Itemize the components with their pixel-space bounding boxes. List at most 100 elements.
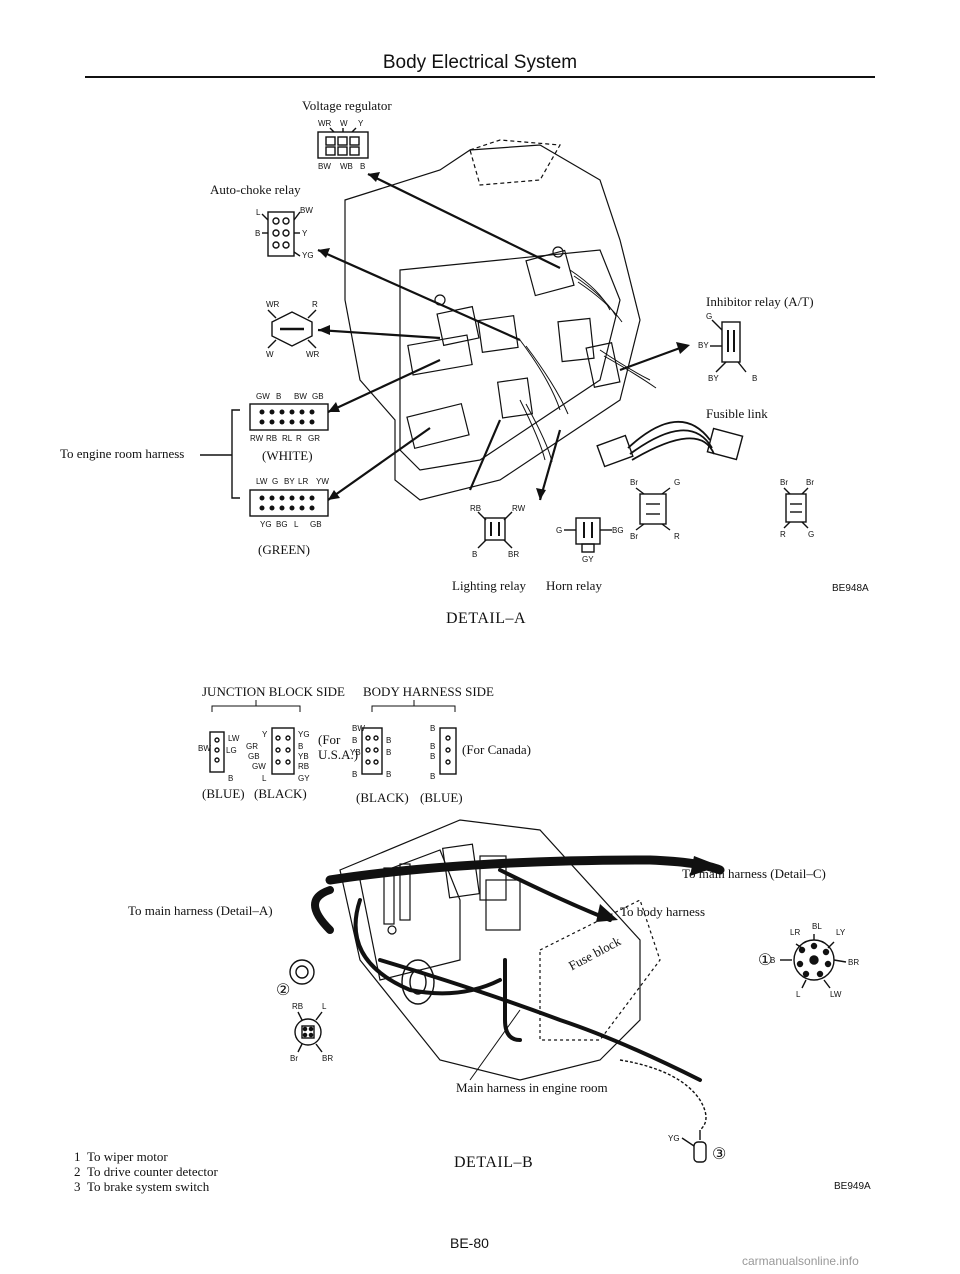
fusible-link	[596, 420, 809, 531]
jb-pin-gr: GR	[246, 742, 258, 751]
lr-pin-br: BR	[508, 550, 520, 559]
white-pin-rw: RW	[250, 434, 264, 443]
legend-item-1: 1 To wiper motor	[74, 1149, 168, 1164]
inhibitor-relay-symbol	[710, 319, 747, 373]
detail-b-title: DETAIL–B	[454, 1154, 534, 1171]
jb-pin-l: L	[262, 774, 267, 783]
green-pin-lw: LW	[256, 477, 268, 486]
white-pin-b: B	[276, 392, 282, 401]
cable-arrow-heads	[596, 856, 720, 922]
bh-right-pin-b3: B	[430, 752, 436, 761]
lr-pin-rb: RB	[470, 504, 482, 513]
voltage-regulator-label: Voltage regulator	[302, 98, 392, 113]
body-harness-side-label: BODY HARNESS SIDE	[363, 684, 494, 699]
acr-pin-yg: YG	[302, 251, 314, 260]
figure-code-b: BE949A	[834, 1181, 871, 1192]
green-color-label: (GREEN)	[258, 542, 310, 557]
pointer-arrows	[317, 173, 681, 501]
green-pin-by: BY	[284, 477, 295, 486]
bh-color-black: (BLACK)	[356, 790, 409, 805]
to-body-harness-label: To body harness	[620, 904, 706, 919]
inh-pin-b: B	[752, 374, 758, 383]
for-usa-label: (For U.S.A.)	[318, 732, 359, 762]
white-color-label: (WHITE)	[262, 448, 313, 463]
green-pin-lr: LR	[298, 477, 309, 486]
jb-pin-y: Y	[262, 730, 268, 739]
horn-relay-label: Horn relay	[546, 578, 602, 593]
acr-pin-y: Y	[302, 229, 308, 238]
lr-pin-b: B	[472, 550, 478, 559]
green-pin-yg: YG	[260, 520, 272, 529]
bhr-pin-l: L	[796, 990, 801, 999]
jb-pin-gw: GW	[252, 762, 266, 771]
bh-pin-b3: B	[386, 748, 392, 757]
bhr-pin-bl: BL	[812, 922, 822, 931]
jb-pin-yb: YB	[298, 752, 309, 761]
body-harness-side-connectors	[361, 700, 457, 775]
wr-r-connector	[267, 309, 317, 349]
fl-left-pin-br2: Br	[630, 532, 638, 541]
figure-code-a: BE948A	[832, 583, 869, 594]
green-pin-gb: GB	[310, 520, 322, 529]
vr-pin-y: Y	[358, 119, 364, 128]
hr-pin-g: G	[556, 526, 563, 535]
main-harness-leader	[469, 1009, 521, 1081]
white-pin-bw: BW	[294, 392, 307, 401]
junction-box-a	[344, 139, 641, 501]
jb-pin-lg: LG	[226, 746, 237, 755]
white-pin-rb: RB	[266, 434, 278, 443]
legend-item-2: 2 To drive counter detector	[74, 1164, 218, 1179]
inh-pin-by: BY	[698, 341, 709, 350]
connector-2-assembly	[289, 959, 435, 1053]
junction-block-side-label: JUNCTION BLOCK SIDE	[202, 684, 345, 699]
vr-pin-wr: WR	[318, 119, 332, 128]
engine-harness-label: To engine room harness	[60, 446, 185, 461]
arrow-heads	[318, 172, 690, 500]
lr-pin-rw: RW	[512, 504, 526, 513]
callout-1: ①	[758, 952, 773, 969]
acr-pin-bw: BW	[300, 206, 313, 215]
bhr-pin-b: B	[770, 956, 776, 965]
c2-pin-br2: BR	[322, 1054, 334, 1063]
fl-left-pin-br: Br	[630, 478, 638, 487]
fl-left-pin-g: G	[674, 478, 681, 487]
page-title: Body Electrical System	[382, 52, 578, 73]
bh-pin-b1: B	[352, 736, 358, 745]
body-harness-round-connector	[780, 934, 847, 989]
c2-pin-rb: RB	[292, 1002, 304, 1011]
green-pin-bg: BG	[276, 520, 288, 529]
horn-relay-symbol	[564, 517, 612, 553]
c2-pin-br: Br	[290, 1054, 298, 1063]
header-rule	[85, 76, 875, 78]
white-pin-gb: GB	[312, 392, 324, 401]
junction-block-side-connectors	[209, 700, 301, 775]
bhr-pin-lw: LW	[830, 990, 842, 999]
bh-right-pin-b1: B	[430, 724, 436, 733]
white-pin-r: R	[296, 434, 302, 443]
jb-pin-yg: YG	[298, 730, 310, 739]
bh-pin-bw: BW	[352, 724, 365, 733]
fusible-link-label: Fusible link	[706, 406, 768, 421]
fl-right-pin-br2: Br	[806, 478, 814, 487]
main-harness-engine-label: Main harness in engine room	[456, 1080, 608, 1095]
connector-3-assembly	[619, 1059, 707, 1163]
bh-pin-b4: B	[352, 770, 358, 779]
auto-choke-relay-connector	[261, 211, 301, 257]
white-pin-gw: GW	[256, 392, 270, 401]
junction-box-b	[339, 819, 661, 1081]
jb-pin-bw: BW	[198, 744, 211, 753]
inh-pin-by2: BY	[708, 374, 719, 383]
fl-left-pin-r: R	[674, 532, 680, 541]
watermark: carmanualsonline.info	[742, 1254, 859, 1268]
white-pin-rl: RL	[282, 434, 293, 443]
green-pin-yw: YW	[316, 477, 329, 486]
bh-right-pin-b2: B	[430, 742, 436, 751]
lighting-relay-symbol	[477, 511, 513, 549]
bh-pin-yb: YB	[350, 748, 361, 757]
vr-pin-b: B	[360, 162, 366, 171]
bhr-pin-lr: LR	[790, 928, 801, 937]
wire-fans	[519, 269, 657, 463]
harness-cables	[311, 855, 725, 1082]
page-number: BE-80	[450, 1235, 489, 1251]
